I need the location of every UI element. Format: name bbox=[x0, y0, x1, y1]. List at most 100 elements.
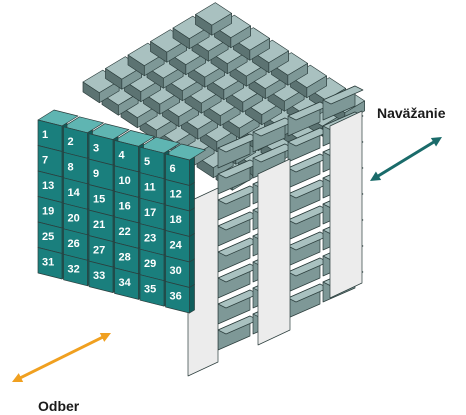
storage-cell-number: 26 bbox=[68, 238, 80, 250]
storage-cell-face bbox=[139, 274, 165, 307]
back-box-side bbox=[261, 102, 282, 126]
storage-cell-number: 7 bbox=[42, 155, 48, 167]
storage-cell: 36 bbox=[165, 281, 195, 314]
storage-cell-number: 6 bbox=[170, 163, 176, 175]
storage-cell-face bbox=[114, 267, 139, 300]
back-box-side bbox=[219, 103, 241, 127]
separator-panel bbox=[329, 110, 363, 299]
storage-cell: 18 bbox=[165, 204, 195, 237]
storage-cell-number: 17 bbox=[144, 207, 156, 219]
back-box-side bbox=[117, 93, 139, 116]
back-box-side bbox=[306, 75, 327, 99]
back-box-side bbox=[207, 39, 229, 62]
storage-cell-number: 30 bbox=[170, 265, 182, 277]
back-box-side bbox=[185, 52, 206, 76]
storage-cell-number: 1 bbox=[42, 129, 48, 141]
back-box-side bbox=[140, 79, 161, 103]
back-box-side bbox=[162, 66, 184, 89]
storage-cell-side bbox=[189, 284, 195, 314]
back-box-side bbox=[249, 38, 270, 61]
back-box-side bbox=[245, 64, 267, 87]
storage-cell-side bbox=[189, 233, 195, 263]
storage-cell-number: 10 bbox=[119, 175, 131, 187]
back-box-side bbox=[211, 13, 232, 36]
back-box-side bbox=[226, 51, 248, 75]
unloading-label: Odber bbox=[38, 398, 80, 414]
storage-cell-face bbox=[165, 281, 190, 314]
separator-panel bbox=[257, 158, 291, 346]
back-box-side bbox=[121, 67, 142, 90]
storage-cell-number: 27 bbox=[93, 245, 105, 257]
storage-cell-number: 23 bbox=[144, 233, 156, 245]
storage-cell-number: 32 bbox=[68, 263, 80, 275]
storage-cell-number: 24 bbox=[170, 240, 183, 252]
storage-cell-number: 4 bbox=[119, 149, 126, 161]
arrow-head bbox=[370, 171, 382, 181]
back-box-side bbox=[143, 53, 165, 77]
storage-cell-number: 19 bbox=[42, 206, 54, 218]
storage-cell-number: 11 bbox=[144, 182, 156, 194]
storage-cell-face bbox=[37, 247, 63, 280]
back-box-side bbox=[242, 90, 263, 113]
storage-cell: 24 bbox=[165, 230, 195, 263]
storage-cell-face bbox=[63, 253, 88, 287]
back-box-side bbox=[178, 104, 199, 128]
back-box-side bbox=[98, 80, 120, 104]
storage-cell: 12 bbox=[165, 179, 195, 212]
back-box-side bbox=[204, 65, 225, 88]
back-box-side bbox=[166, 40, 187, 63]
arrow-head bbox=[12, 373, 24, 383]
arrow-shaft bbox=[16, 334, 107, 381]
back-box-side bbox=[155, 118, 177, 141]
storage-cell: 30 bbox=[165, 255, 195, 288]
unloading-arrow-icon bbox=[12, 332, 111, 383]
storage-cell-number: 25 bbox=[42, 231, 54, 243]
storage-cell-number: 13 bbox=[42, 180, 54, 192]
storage-cell: 14 bbox=[63, 177, 93, 210]
storage-cell-number: 31 bbox=[42, 257, 54, 269]
storage-cell-side bbox=[189, 182, 195, 212]
arrow-shaft bbox=[374, 138, 438, 180]
loading-arrow-icon bbox=[370, 137, 442, 181]
storage-cell-number: 3 bbox=[93, 143, 99, 155]
back-box-side bbox=[283, 89, 305, 112]
storage-cell-number: 8 bbox=[68, 161, 74, 173]
storage-cell-side bbox=[189, 207, 195, 237]
arrow-head bbox=[99, 332, 111, 342]
back-box-side bbox=[200, 91, 222, 114]
storage-cell-number: 16 bbox=[119, 200, 131, 212]
storage-cell-number: 14 bbox=[68, 187, 81, 199]
storage-cell-side bbox=[189, 156, 195, 186]
storage-cell-side bbox=[189, 258, 195, 288]
storage-cell-number: 18 bbox=[170, 214, 182, 226]
storage-cell-number: 20 bbox=[68, 212, 80, 224]
storage-cell-number: 28 bbox=[119, 251, 131, 263]
separator-panel bbox=[187, 187, 219, 377]
storage-cell-face bbox=[88, 260, 114, 293]
back-box-side bbox=[223, 77, 244, 101]
back-box-side bbox=[181, 78, 203, 102]
storage-cell-number: 35 bbox=[144, 284, 156, 296]
storage-cell: 6 bbox=[165, 153, 195, 186]
storage-cell-number: 22 bbox=[119, 226, 131, 238]
back-box-side bbox=[268, 50, 289, 74]
storage-cell-number: 15 bbox=[93, 194, 105, 206]
storage-cell-number: 9 bbox=[93, 168, 99, 180]
storage-cell-number: 21 bbox=[93, 219, 105, 231]
storage-cell-number: 36 bbox=[170, 291, 182, 303]
storage-cell-number: 33 bbox=[93, 270, 105, 282]
loading-label: Naväžanie bbox=[377, 105, 446, 121]
back-box-side bbox=[238, 116, 260, 139]
back-box-side bbox=[287, 63, 308, 86]
back-box-side bbox=[159, 92, 180, 115]
storage-cell-number: 29 bbox=[144, 258, 156, 270]
front-cell-grid: 1713192531281420263239152127334101622283… bbox=[37, 109, 206, 314]
back-box-side bbox=[188, 26, 210, 50]
back-box-side bbox=[264, 76, 286, 100]
rack-separator-panels bbox=[187, 110, 363, 377]
back-box-side bbox=[136, 105, 158, 129]
storage-cell-number: 12 bbox=[170, 189, 182, 201]
storage-cell-number: 5 bbox=[144, 156, 150, 168]
arrow-head bbox=[430, 137, 442, 147]
